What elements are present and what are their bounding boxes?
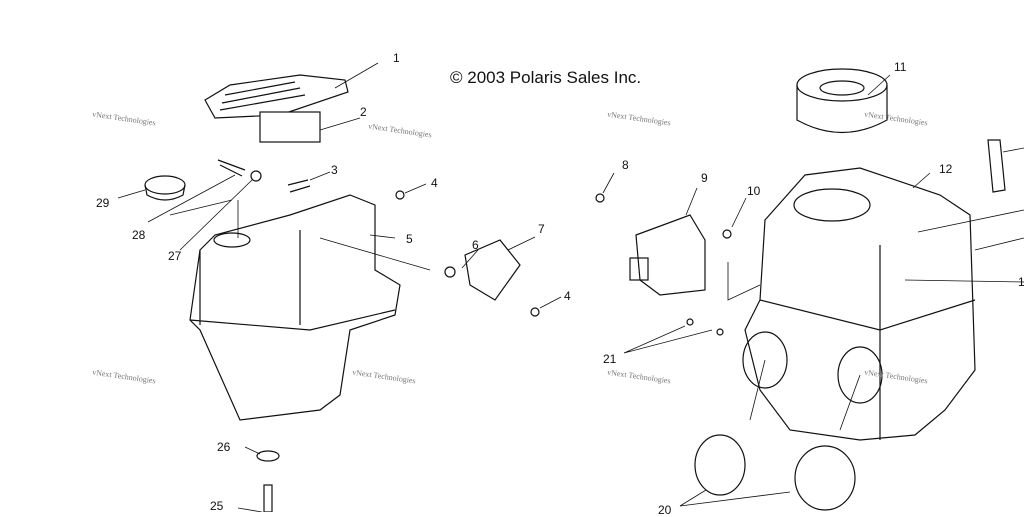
callout-11: 11 (894, 60, 907, 74)
callout-25: 25 (210, 499, 224, 513)
oil-tank-part (189, 194, 401, 421)
bolt-part (287, 179, 311, 193)
fitting-part (263, 484, 273, 512)
callout-2: 2 (360, 105, 367, 119)
callout-10: 10 (747, 184, 761, 198)
callout-21: 21 (603, 352, 617, 366)
callout-7: 7 (538, 222, 545, 236)
nut-part (395, 190, 405, 200)
foam-ring-part (796, 68, 888, 134)
callout-9: 9 (701, 171, 708, 185)
callout-4: 4 (431, 176, 438, 190)
washer-part (444, 266, 456, 278)
airbox-part (742, 167, 976, 441)
bolt-part (217, 159, 246, 177)
boot-part (694, 434, 746, 496)
clip-part (987, 139, 1006, 193)
callout-26: 26 (217, 440, 231, 454)
leader-lines (117, 62, 1024, 512)
callout-28: 28 (132, 228, 146, 242)
callout-12: 12 (939, 162, 953, 176)
nut-part (530, 307, 540, 317)
callout-5: 5 (406, 232, 413, 246)
cap-part (144, 175, 186, 201)
callout-1-right: 1 (1018, 275, 1024, 289)
boot-part (794, 445, 856, 511)
module-part (629, 214, 706, 296)
fitting-part (716, 328, 724, 336)
callout-1: 1 (393, 51, 400, 65)
callout-6: 6 (472, 238, 479, 252)
callout-27: 27 (168, 249, 182, 263)
callout-3: 3 (331, 163, 338, 177)
callout-29: 29 (96, 196, 110, 210)
callout-4b: 4 (564, 289, 571, 303)
fitting-part (686, 318, 694, 326)
grommet-part (256, 450, 280, 462)
copyright-notice: © 2003 Polaris Sales Inc. (450, 68, 642, 87)
callout-20: 20 (658, 503, 672, 517)
fitting-part (464, 239, 521, 301)
nut-part (722, 229, 732, 239)
callout-8: 8 (622, 158, 629, 172)
washer-part (250, 170, 262, 182)
screw-part (595, 193, 605, 203)
cover-part (204, 74, 349, 143)
